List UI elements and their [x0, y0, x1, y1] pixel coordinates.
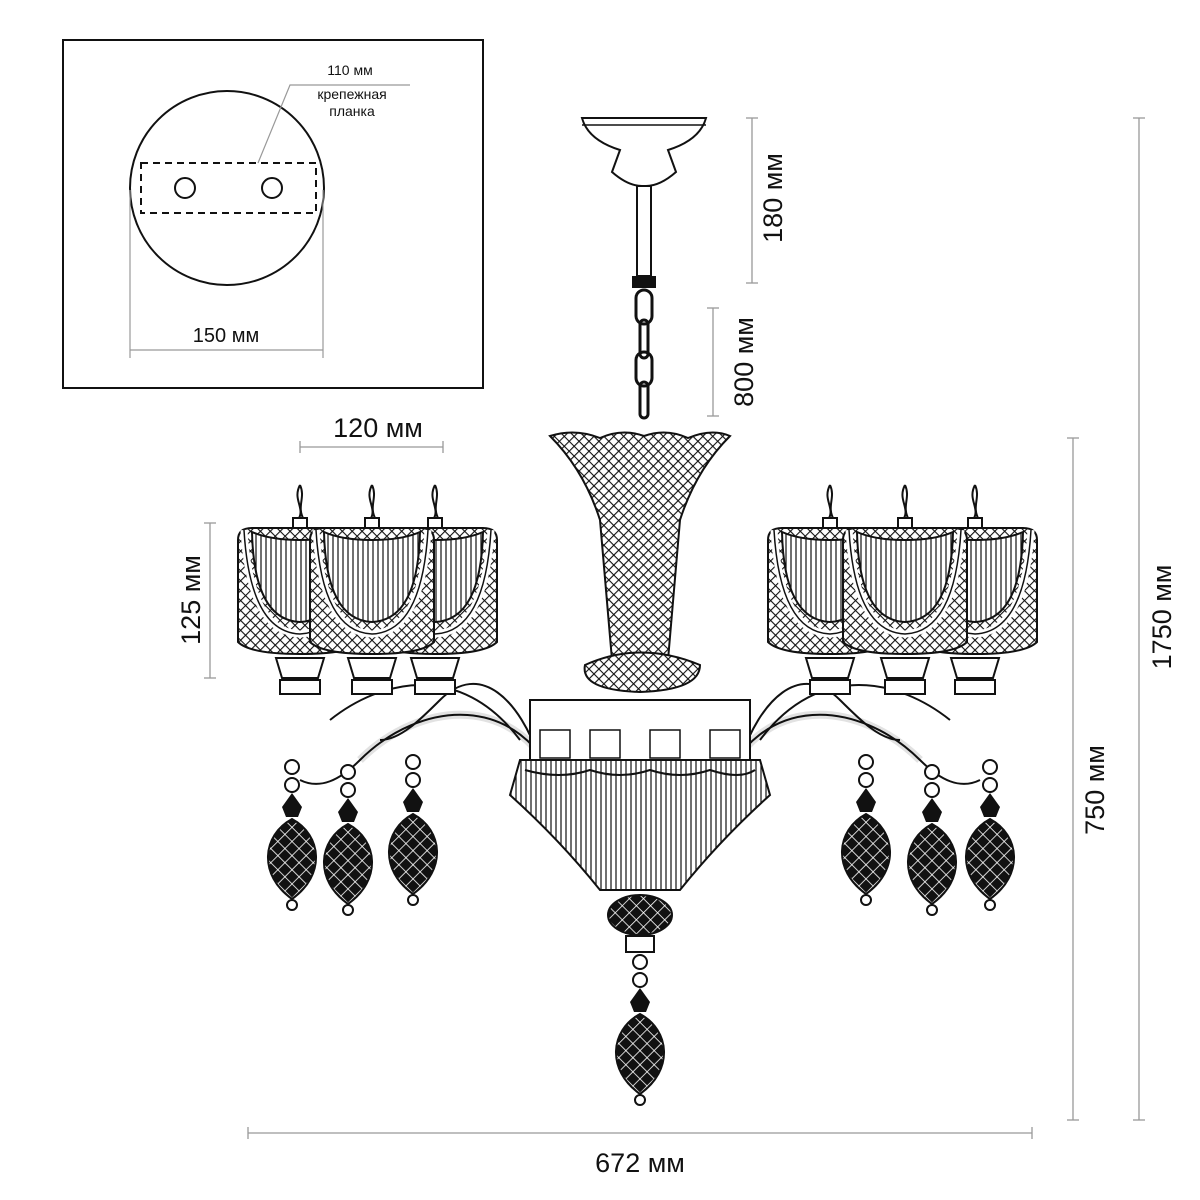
chain-length-label: 800 мм	[729, 317, 759, 407]
dimension-lines	[204, 117, 1145, 1139]
total-width-label: 672 мм	[595, 1148, 685, 1178]
chandelier	[238, 117, 1037, 1106]
canopy-height-label: 180 мм	[758, 153, 788, 243]
canopy-diameter-label: 150 мм	[193, 325, 259, 347]
shade-width-label: 120 мм	[333, 413, 423, 443]
total-height-label: 1750 мм	[1147, 565, 1177, 670]
plate-name-line2: планка	[329, 103, 375, 119]
body-height-label: 750 мм	[1080, 745, 1110, 835]
plate-name-line1: крепежная	[317, 86, 386, 102]
mounting-plate	[140, 162, 317, 214]
mounting-inset: 110 мм крепежная планка 150 мм	[62, 39, 484, 389]
plate-width-label: 110 мм	[327, 62, 372, 78]
shade-height-label: 125 мм	[176, 555, 206, 645]
canopy-circle	[129, 90, 325, 286]
